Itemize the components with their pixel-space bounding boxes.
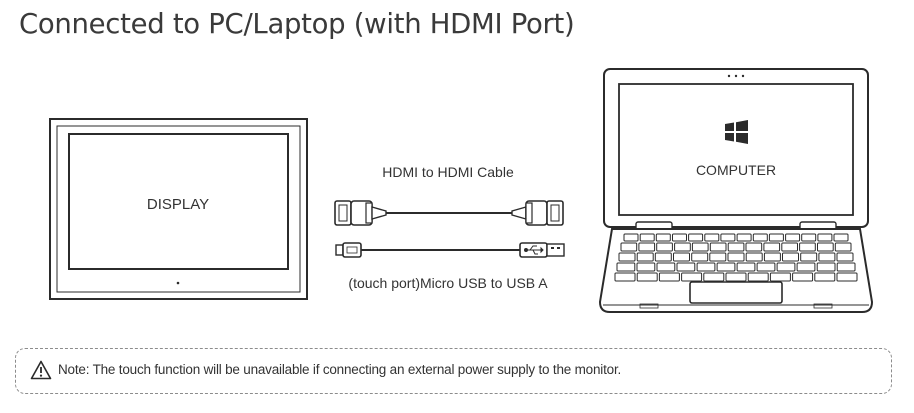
display-monitor: DISPLAY	[49, 118, 308, 300]
keyboard-key	[674, 242, 691, 252]
keyboard-key	[817, 242, 834, 252]
keyboard-key	[716, 262, 736, 272]
keyboard-key	[709, 252, 727, 262]
keyboard-key	[639, 233, 655, 242]
keyboard-key	[745, 242, 763, 252]
keyboard-key	[656, 242, 673, 252]
keyboard-key	[638, 242, 656, 252]
keyboard-key	[636, 262, 656, 272]
connection-diagram: DISPLAY HDMI to HDMI Cable	[49, 68, 874, 313]
keyboard-key	[691, 252, 709, 262]
keyboard-key	[792, 272, 814, 282]
keyboard-key	[614, 272, 636, 282]
keyboard-key	[816, 262, 836, 272]
keyboard-key	[817, 233, 833, 242]
keyboard-key	[763, 252, 781, 262]
hdmi-cable: HDMI to HDMI Cable	[334, 164, 564, 226]
page-title: Connected to PC/Laptop (with HDMI Port)	[19, 8, 575, 40]
keyboard-key	[620, 242, 638, 252]
keyboard-key	[636, 272, 658, 282]
laptop-computer: COMPUTER	[598, 68, 874, 313]
warning-icon	[30, 360, 52, 380]
keyboard-key	[636, 252, 654, 262]
keyboard-key	[781, 242, 798, 252]
keyboard-key	[836, 272, 858, 282]
keyboard-key	[676, 262, 696, 272]
keyboard-key	[782, 252, 799, 262]
power-led	[176, 281, 180, 285]
keyboard-key	[696, 262, 716, 272]
keyboard-key	[768, 233, 784, 242]
keyboard-key	[704, 233, 720, 242]
keyboard-key	[756, 262, 776, 272]
keyboard-key	[747, 272, 769, 282]
keyboard-key	[654, 252, 672, 262]
keyboard-key	[745, 252, 763, 262]
keyboard-key	[655, 233, 671, 242]
keyboard-key	[658, 272, 680, 282]
keyboard-key	[656, 262, 676, 272]
keyboard-key	[727, 252, 745, 262]
keyboard-key	[796, 262, 816, 272]
keyboard-key	[801, 233, 817, 242]
display-label: DISPLAY	[147, 196, 209, 213]
keyboard-key	[800, 252, 818, 262]
keyboard-key	[672, 233, 687, 242]
keyboard-key	[709, 242, 727, 252]
keyboard-key	[836, 262, 856, 272]
keyboard-key	[833, 233, 849, 242]
keyboard-key	[763, 242, 781, 252]
keyboard-key	[752, 233, 768, 242]
keyboard-key	[785, 233, 801, 242]
keyboard-key	[618, 252, 636, 262]
keyboard-key	[818, 252, 836, 262]
touchpad	[689, 281, 783, 304]
keyboard-key	[623, 233, 639, 242]
keyboard-key	[736, 262, 756, 272]
keyboard-key	[720, 233, 736, 242]
keyboard-key	[776, 262, 796, 272]
keyboard	[614, 233, 858, 282]
keyboard-key	[616, 262, 636, 272]
keyboard-key	[836, 252, 854, 262]
keyboard-key	[681, 272, 703, 282]
note-text: Note: The touch function will be unavail…	[58, 362, 622, 377]
keyboard-key	[799, 242, 816, 252]
keyboard-key	[673, 252, 690, 262]
keyboard-key	[727, 242, 745, 252]
hdmi-cable-label: HDMI to HDMI Cable	[382, 164, 514, 180]
note-box: Note: The touch function will be unavail…	[15, 348, 892, 394]
usb-cable: (touch port)Micro USB to USB A	[335, 242, 565, 291]
keyboard-key	[725, 272, 747, 282]
keyboard-key	[834, 242, 852, 252]
keyboard-key	[688, 233, 704, 242]
keyboard-key	[814, 272, 836, 282]
keyboard-key	[736, 233, 752, 242]
usb-cable-label: (touch port)Micro USB to USB A	[348, 275, 548, 291]
windows-logo-icon	[725, 120, 748, 144]
keyboard-key	[703, 272, 725, 282]
keyboard-key	[769, 272, 791, 282]
computer-label: COMPUTER	[696, 162, 776, 178]
keyboard-key	[691, 242, 709, 252]
usb-symbol-icon	[524, 245, 544, 255]
